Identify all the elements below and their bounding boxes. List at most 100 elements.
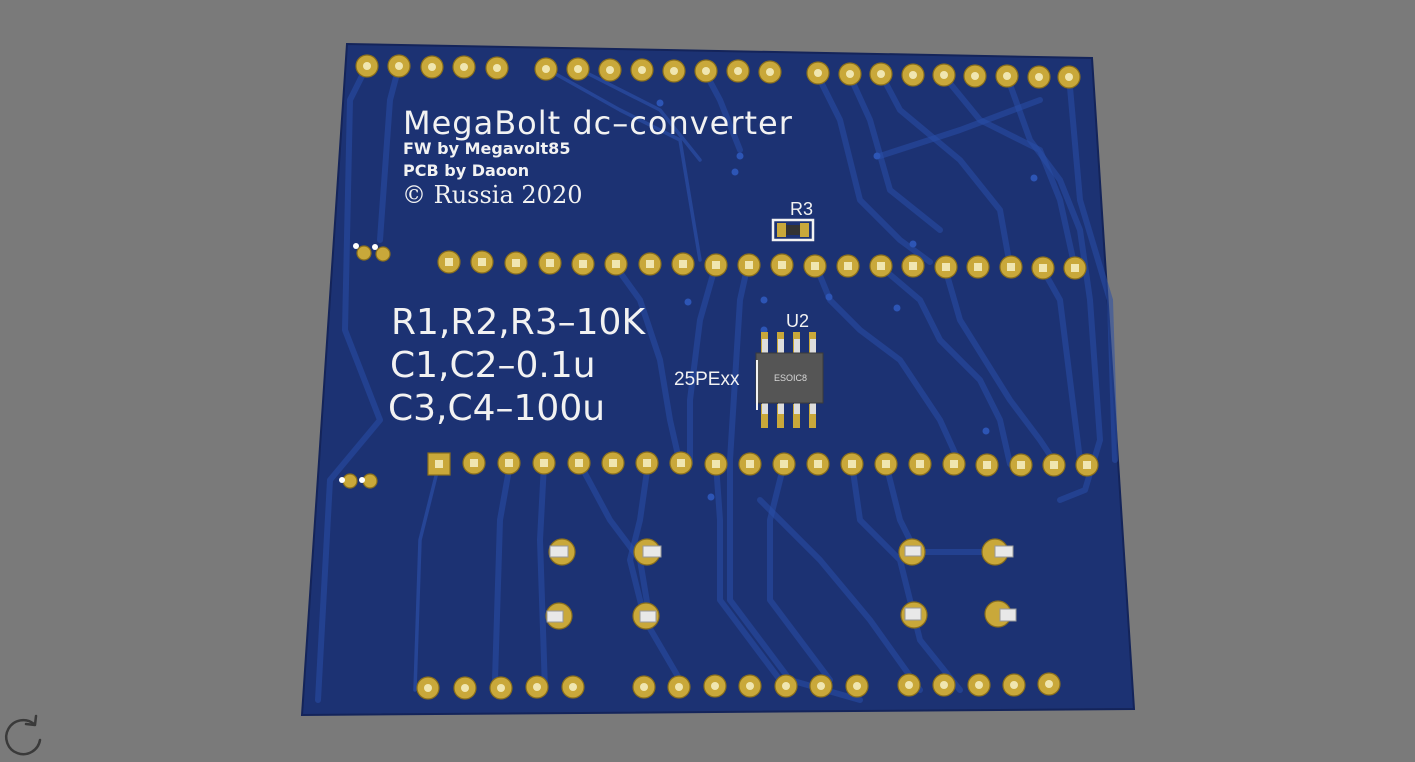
- board-title: MegaBolt dc–converter: [403, 104, 793, 142]
- header-pads-bottom: [416, 672, 1061, 700]
- pcb-board: [300, 42, 1136, 717]
- pad: [504, 251, 528, 275]
- pad: [1063, 256, 1087, 280]
- pad: [638, 252, 662, 276]
- pad: [462, 451, 486, 475]
- resistor-r3: R3: [771, 199, 815, 242]
- pad: [838, 62, 862, 86]
- pad: [437, 250, 461, 274]
- reset-view-button[interactable]: [0, 712, 46, 758]
- pad: [534, 57, 558, 81]
- copyright-notice: © Russia 2020: [402, 181, 582, 209]
- cap-pad: [900, 601, 928, 629]
- pad: [387, 54, 411, 78]
- cap-pad: [981, 538, 1014, 566]
- ic-part-label: 25PExx: [674, 369, 740, 390]
- pad: [995, 64, 1019, 88]
- pad: [453, 676, 477, 700]
- pad: [355, 54, 379, 78]
- bom-capacitors-small: C1,C2–0.1u: [390, 345, 596, 386]
- pad: [967, 673, 991, 697]
- ic-package-label: ESOIC8: [774, 373, 807, 383]
- pad: [525, 675, 549, 699]
- cap-pad: [545, 602, 573, 630]
- pad: [869, 62, 893, 86]
- pad: [897, 673, 921, 697]
- pad: [671, 252, 695, 276]
- ic-u2: ESOIC8 U2 25PExx: [674, 311, 824, 428]
- pad: [1002, 673, 1026, 697]
- pad: [836, 254, 860, 278]
- pad: [942, 452, 966, 476]
- pad: [532, 451, 556, 475]
- pad: [694, 59, 718, 83]
- pad: [667, 675, 691, 699]
- pad: [662, 59, 686, 83]
- header-pads-middle-lower: [427, 451, 1099, 477]
- pad: [806, 452, 830, 476]
- pad: [840, 452, 864, 476]
- cap-pad: [632, 602, 660, 630]
- pcb-credit: PCB by Daoon: [403, 161, 529, 180]
- pad: [1009, 453, 1033, 477]
- pad: [726, 59, 750, 83]
- pad: [485, 56, 509, 80]
- pad: [738, 674, 762, 698]
- pad: [416, 676, 440, 700]
- pad: [770, 253, 794, 277]
- pad: [632, 675, 656, 699]
- pad: [704, 452, 728, 476]
- ic-label: U2: [786, 311, 809, 331]
- pad: [774, 674, 798, 698]
- pad: [561, 675, 585, 699]
- pad: [598, 58, 622, 82]
- pad: [869, 254, 893, 278]
- pad: [934, 255, 958, 279]
- pad: [966, 255, 990, 279]
- pad: [901, 254, 925, 278]
- pad: [489, 676, 513, 700]
- pad: [704, 253, 728, 277]
- pad: [806, 61, 830, 85]
- pad: [669, 451, 693, 475]
- pad: [567, 451, 591, 475]
- pad: [809, 674, 833, 698]
- pad: [1031, 256, 1055, 280]
- pad: [452, 55, 476, 79]
- pad: [999, 255, 1023, 279]
- pad: [566, 57, 590, 81]
- pad: [1057, 65, 1081, 89]
- pad: [975, 453, 999, 477]
- pad: [963, 64, 987, 88]
- pad: [772, 452, 796, 476]
- pad: [738, 452, 762, 476]
- pad: [1075, 453, 1099, 477]
- pad: [901, 63, 925, 87]
- pad: [1042, 453, 1066, 477]
- pad: [470, 250, 494, 274]
- pad: [908, 452, 932, 476]
- vias: [656, 99, 1038, 501]
- pad: [874, 452, 898, 476]
- pad: [803, 254, 827, 278]
- rotate-ccw-icon: [5, 714, 42, 756]
- pad: [538, 251, 562, 275]
- pad: [703, 674, 727, 698]
- pad: [497, 451, 521, 475]
- pad: [420, 55, 444, 79]
- pad: [635, 451, 659, 475]
- pad: [932, 63, 956, 87]
- pad: [932, 673, 956, 697]
- cap-pad: [984, 600, 1017, 628]
- bom-capacitors-large: C3,C4–100u: [388, 388, 605, 429]
- pad-square: [427, 452, 451, 476]
- bom-resistors: R1,R2,R3–10K: [391, 302, 646, 343]
- pad: [571, 252, 595, 276]
- pad: [604, 252, 628, 276]
- cap-pad: [548, 538, 576, 566]
- pad: [601, 451, 625, 475]
- copper-traces: [315, 63, 1118, 703]
- resistor-label: R3: [790, 199, 813, 219]
- header-pads-middle-upper: [437, 250, 1087, 280]
